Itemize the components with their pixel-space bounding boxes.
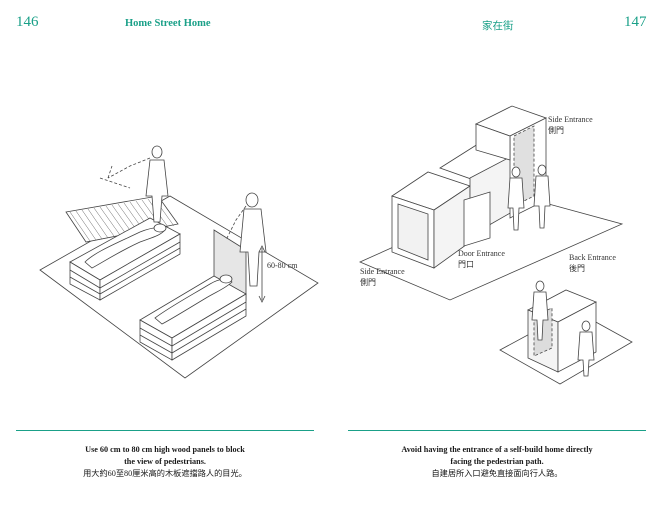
page-number-left: 146 bbox=[16, 14, 39, 30]
label-side-entrance-left-en: Side Entrance bbox=[360, 267, 405, 276]
caption-right: Avoid having the entrance of a self-buil… bbox=[348, 444, 646, 480]
label-back-entrance: Back Entrance 後門 bbox=[569, 252, 616, 274]
running-title-right: 家在街 bbox=[482, 21, 514, 32]
label-side-entrance-left: Side Entrance 側門 bbox=[360, 266, 405, 288]
caption-right-en-2: facing the pedestrian path. bbox=[450, 457, 544, 466]
page-number-right: 147 bbox=[624, 14, 647, 30]
label-back-entrance-en: Back Entrance bbox=[569, 253, 616, 262]
divider-left bbox=[16, 430, 314, 431]
label-door-entrance-zh: 門口 bbox=[458, 260, 474, 269]
label-door-entrance-en: Door Entrance bbox=[458, 249, 505, 258]
divider-right bbox=[348, 430, 646, 431]
label-back-entrance-zh: 後門 bbox=[569, 264, 585, 273]
entrance-illustration bbox=[0, 0, 663, 420]
bed-panel-illustration bbox=[0, 0, 330, 420]
caption-right-zh: 自建居所入口避免直接面向行人路。 bbox=[431, 469, 563, 478]
label-side-entrance-top-zh: 側門 bbox=[548, 126, 564, 135]
caption-left: Use 60 cm to 80 cm high wood panels to b… bbox=[16, 444, 314, 480]
dimension-label: 60-80 cm bbox=[267, 261, 298, 270]
caption-right-en-1: Avoid having the entrance of a self-buil… bbox=[401, 445, 593, 454]
label-side-entrance-top: Side Entrance 側門 bbox=[548, 114, 593, 136]
caption-left-en-1: Use 60 cm to 80 cm high wood panels to b… bbox=[85, 445, 245, 454]
running-title-left: Home Street Home bbox=[125, 18, 211, 29]
caption-left-zh: 用大約60至80厘米高的木板遮擋路人的目光。 bbox=[83, 469, 247, 478]
label-side-entrance-left-zh: 側門 bbox=[360, 278, 376, 287]
label-side-entrance-top-en: Side Entrance bbox=[548, 115, 593, 124]
label-door-entrance: Door Entrance 門口 bbox=[458, 248, 505, 270]
caption-left-en-2: the view of pedestrians. bbox=[124, 457, 206, 466]
